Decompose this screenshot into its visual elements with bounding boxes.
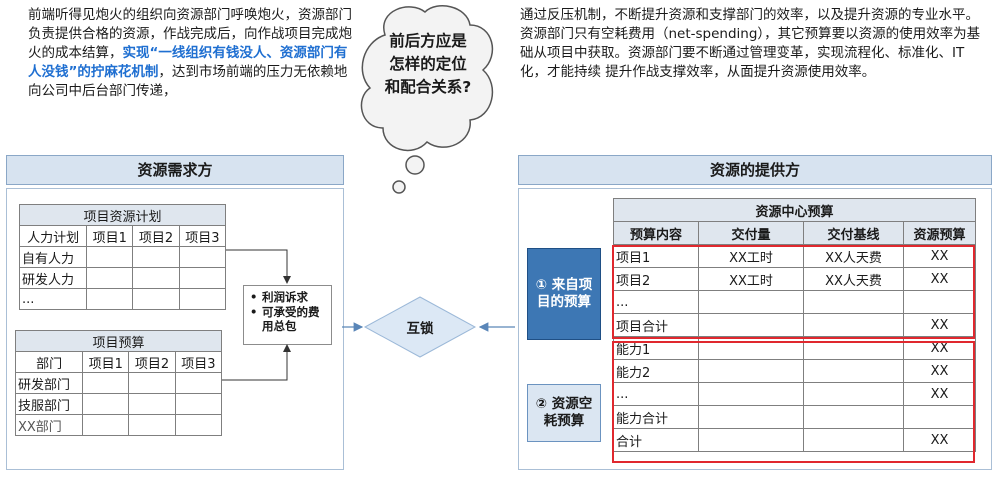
bullet-box: •利润诉求 •可承受的费用总包 — [243, 285, 332, 345]
resource-center-table: 资源中心预算 预算内容 交付量 交付基线 资源预算 项目1 XX工时 XX人天费… — [613, 198, 976, 452]
left-paragraph-text-1: 前端听得见炮火的组织向资源部门呼唤炮火，资源部门负责提供合格的资源，作战完成后，… — [28, 7, 352, 61]
bullet-item: 利润诉求 — [262, 290, 308, 304]
budget-header: 项目3 — [174, 351, 223, 373]
source-label-project-budget: ① 来自项目的预算 — [527, 248, 601, 340]
resource-cell: XX — [903, 359, 976, 383]
resource-cell: XX — [903, 267, 976, 291]
resource-cell: XX — [903, 428, 976, 452]
resource-header: 交付量 — [698, 221, 804, 245]
resource-cell — [803, 290, 904, 314]
bullet-item: 可承受的费用总包 — [262, 305, 320, 333]
resource-cell — [903, 290, 976, 314]
idle-budget-outline — [612, 341, 975, 463]
thought-cloud — [360, 5, 494, 194]
plan-header: 项目1 — [86, 225, 134, 247]
left-paragraph-highlight: 实现“一线组织有钱没人、资源部门有人没钱”的拧麻花机制 — [28, 45, 348, 80]
budget-header: 部门 — [14, 351, 84, 373]
budget-row-label: XX部门 — [14, 414, 84, 436]
resource-cell — [698, 336, 804, 360]
left-paragraph-text-2: ，达到市场前端的压力无依赖地向公司中后台部门传递， — [28, 64, 348, 99]
resource-header: 预算内容 — [613, 221, 699, 245]
left-paragraph: 前端听得见炮火的组织向资源部门呼唤炮火，资源部门负责提供合格的资源，作战完成后，… — [28, 6, 353, 101]
left-section-title: 资源需求方 — [6, 155, 344, 185]
resource-cell: ... — [613, 382, 699, 406]
budget-header: 项目1 — [82, 351, 130, 373]
budget-table: 项目预算 部门 项目1 项目2 项目3 研发部门 技服部门 XX部门 — [14, 330, 223, 436]
plan-row-label: ... — [18, 288, 88, 310]
resource-cell — [698, 405, 804, 429]
right-paragraph: 通过反压机制，不断提升资源和支撑部门的效率，以及提升资源的专业水平。资源部门只有… — [520, 7, 981, 80]
resource-cell: 项目合计 — [613, 313, 699, 337]
resource-cell — [698, 290, 804, 314]
resource-cell: XX — [903, 382, 976, 406]
resource-header: 交付基线 — [803, 221, 904, 245]
plan-table: 项目资源计划 人力计划 项目1 项目2 项目3 自有人力 研发人力 ... — [18, 204, 227, 310]
resource-cell — [803, 428, 904, 452]
resource-cell: XX — [903, 244, 976, 268]
resource-cell: 项目2 — [613, 267, 699, 291]
resource-cell: XX人天费 — [803, 267, 904, 291]
source-label-idle-budget: ② 资源空耗预算 — [527, 384, 601, 442]
resource-cell — [698, 428, 804, 452]
resource-table-title: 资源中心预算 — [613, 198, 976, 222]
right-section-title: 资源的提供方 — [518, 155, 992, 185]
resource-header: 资源预算 — [903, 221, 976, 245]
plan-header: 项目3 — [178, 225, 227, 247]
project-budget-outline — [612, 245, 975, 339]
interlock-label: 互锁 — [406, 321, 434, 337]
resource-cell: XX — [903, 313, 976, 337]
cloud-text: 前后方应是怎样的定位和配合关系? — [384, 32, 472, 96]
interlock-diamond — [363, 296, 477, 358]
